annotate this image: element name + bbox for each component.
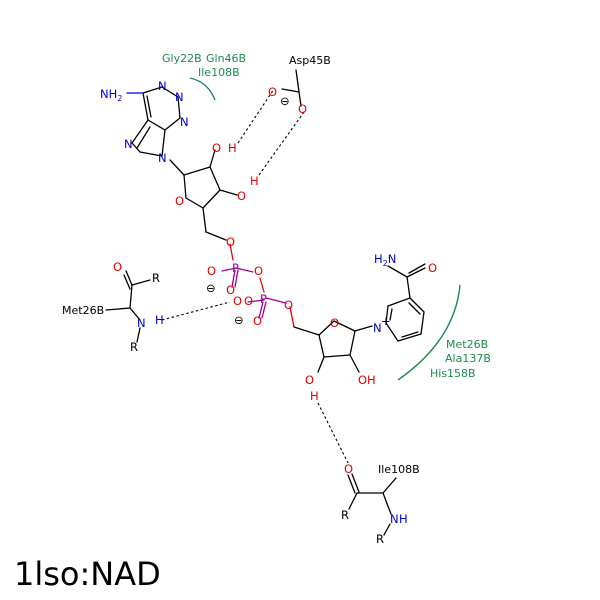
p2-o-left2-label: O xyxy=(244,294,253,308)
residue-his158b: His158B xyxy=(430,367,476,380)
residue-gln46b: Gln46B xyxy=(206,52,246,65)
arc-met-ala-his xyxy=(397,284,461,381)
h2n-label: H2N xyxy=(374,252,396,268)
ribose-1 xyxy=(169,149,238,241)
ile-r1-label: R xyxy=(341,508,349,522)
ribose1-o3-label: O xyxy=(237,189,246,203)
asp-o1-label: O xyxy=(268,85,277,99)
p1-o-left-label: O xyxy=(207,264,216,278)
bridge-o-label: O xyxy=(254,264,263,278)
met26b-backbone xyxy=(105,270,151,343)
arc-gly-gln-ile xyxy=(189,77,216,101)
p2-label: P xyxy=(260,292,267,306)
met-r2-label: R xyxy=(130,340,138,354)
residue-met26b-left: Met26B xyxy=(62,304,104,317)
amide-o-label: O xyxy=(428,261,437,275)
ile-r2-label: R xyxy=(376,532,384,546)
adenine-n3-label: N xyxy=(175,90,184,104)
p2-minus-label: ⊖ xyxy=(234,313,244,327)
hydrophobic-contacts xyxy=(189,77,461,381)
ile108b-backbone xyxy=(347,473,397,536)
adenine-ring xyxy=(126,86,181,157)
ile-o-label: O xyxy=(344,462,353,476)
ribose1-ring-o-label: O xyxy=(175,194,184,208)
ribose2-oh-label: OH xyxy=(358,373,376,387)
ribose1-o2-label: O xyxy=(212,141,221,155)
asp-minus-label: ⊖ xyxy=(280,94,290,108)
met-r1-label: R xyxy=(152,271,160,285)
residue-labels: Gly22B Gln46B Ile108B Asp45B Met26B Met2… xyxy=(62,52,491,476)
met-h-label: H xyxy=(155,313,164,327)
asp-o2-label: O xyxy=(298,102,307,116)
o5-label: O xyxy=(226,235,235,249)
adenine-n-label: N xyxy=(180,115,189,129)
ribose1-h2-label: H xyxy=(228,141,237,155)
ile-h-label: H xyxy=(399,512,408,526)
diagram-title: 1lso:NAD xyxy=(14,555,161,593)
p2-o-right-label: O xyxy=(284,298,293,312)
asp45b-carboxylate xyxy=(281,69,302,107)
nicotinamide-ring xyxy=(385,263,426,342)
hydrogen-bonds xyxy=(161,88,349,464)
residue-ile108b-bottom: Ile108B xyxy=(378,463,420,476)
met-o-label: O xyxy=(113,260,122,274)
p2-o-left-label: O xyxy=(233,294,242,308)
ribose-2 xyxy=(293,320,373,373)
p1-minus-label: ⊖ xyxy=(206,281,216,295)
pyrophosphate xyxy=(221,243,295,328)
npos-label: N xyxy=(373,321,382,335)
ribose2-o2-label: O xyxy=(305,373,314,387)
nh2-label: NH2 xyxy=(100,87,122,103)
atom-labels: NH2 N N N N N O H O H O O O ⊖ O P O O O … xyxy=(100,79,437,546)
adenine-n1-label: N xyxy=(158,79,167,93)
p1-label: P xyxy=(232,261,239,275)
p2-o-bottom-label: O xyxy=(253,314,262,328)
ribose2-h2-label: H xyxy=(310,389,319,403)
met-n-label: N xyxy=(137,316,146,330)
ile-n-label: N xyxy=(390,512,399,526)
adenine-n7-label: N xyxy=(124,137,133,151)
npos-plus-label: + xyxy=(381,314,391,328)
ribose2-ring-o-label: O xyxy=(330,316,339,330)
residue-asp45b: Asp45B xyxy=(289,54,331,67)
residue-ala137b: Ala137B xyxy=(445,352,491,365)
residue-met26b-right: Met26B xyxy=(446,338,488,351)
residue-gly22b: Gly22B xyxy=(162,52,202,65)
adenine-n9-label: N xyxy=(158,151,167,165)
residue-ile108b-top: Ile108B xyxy=(198,66,240,79)
p1-o-bottom-label: O xyxy=(226,283,235,297)
ribose1-h3-label: H xyxy=(250,174,259,188)
